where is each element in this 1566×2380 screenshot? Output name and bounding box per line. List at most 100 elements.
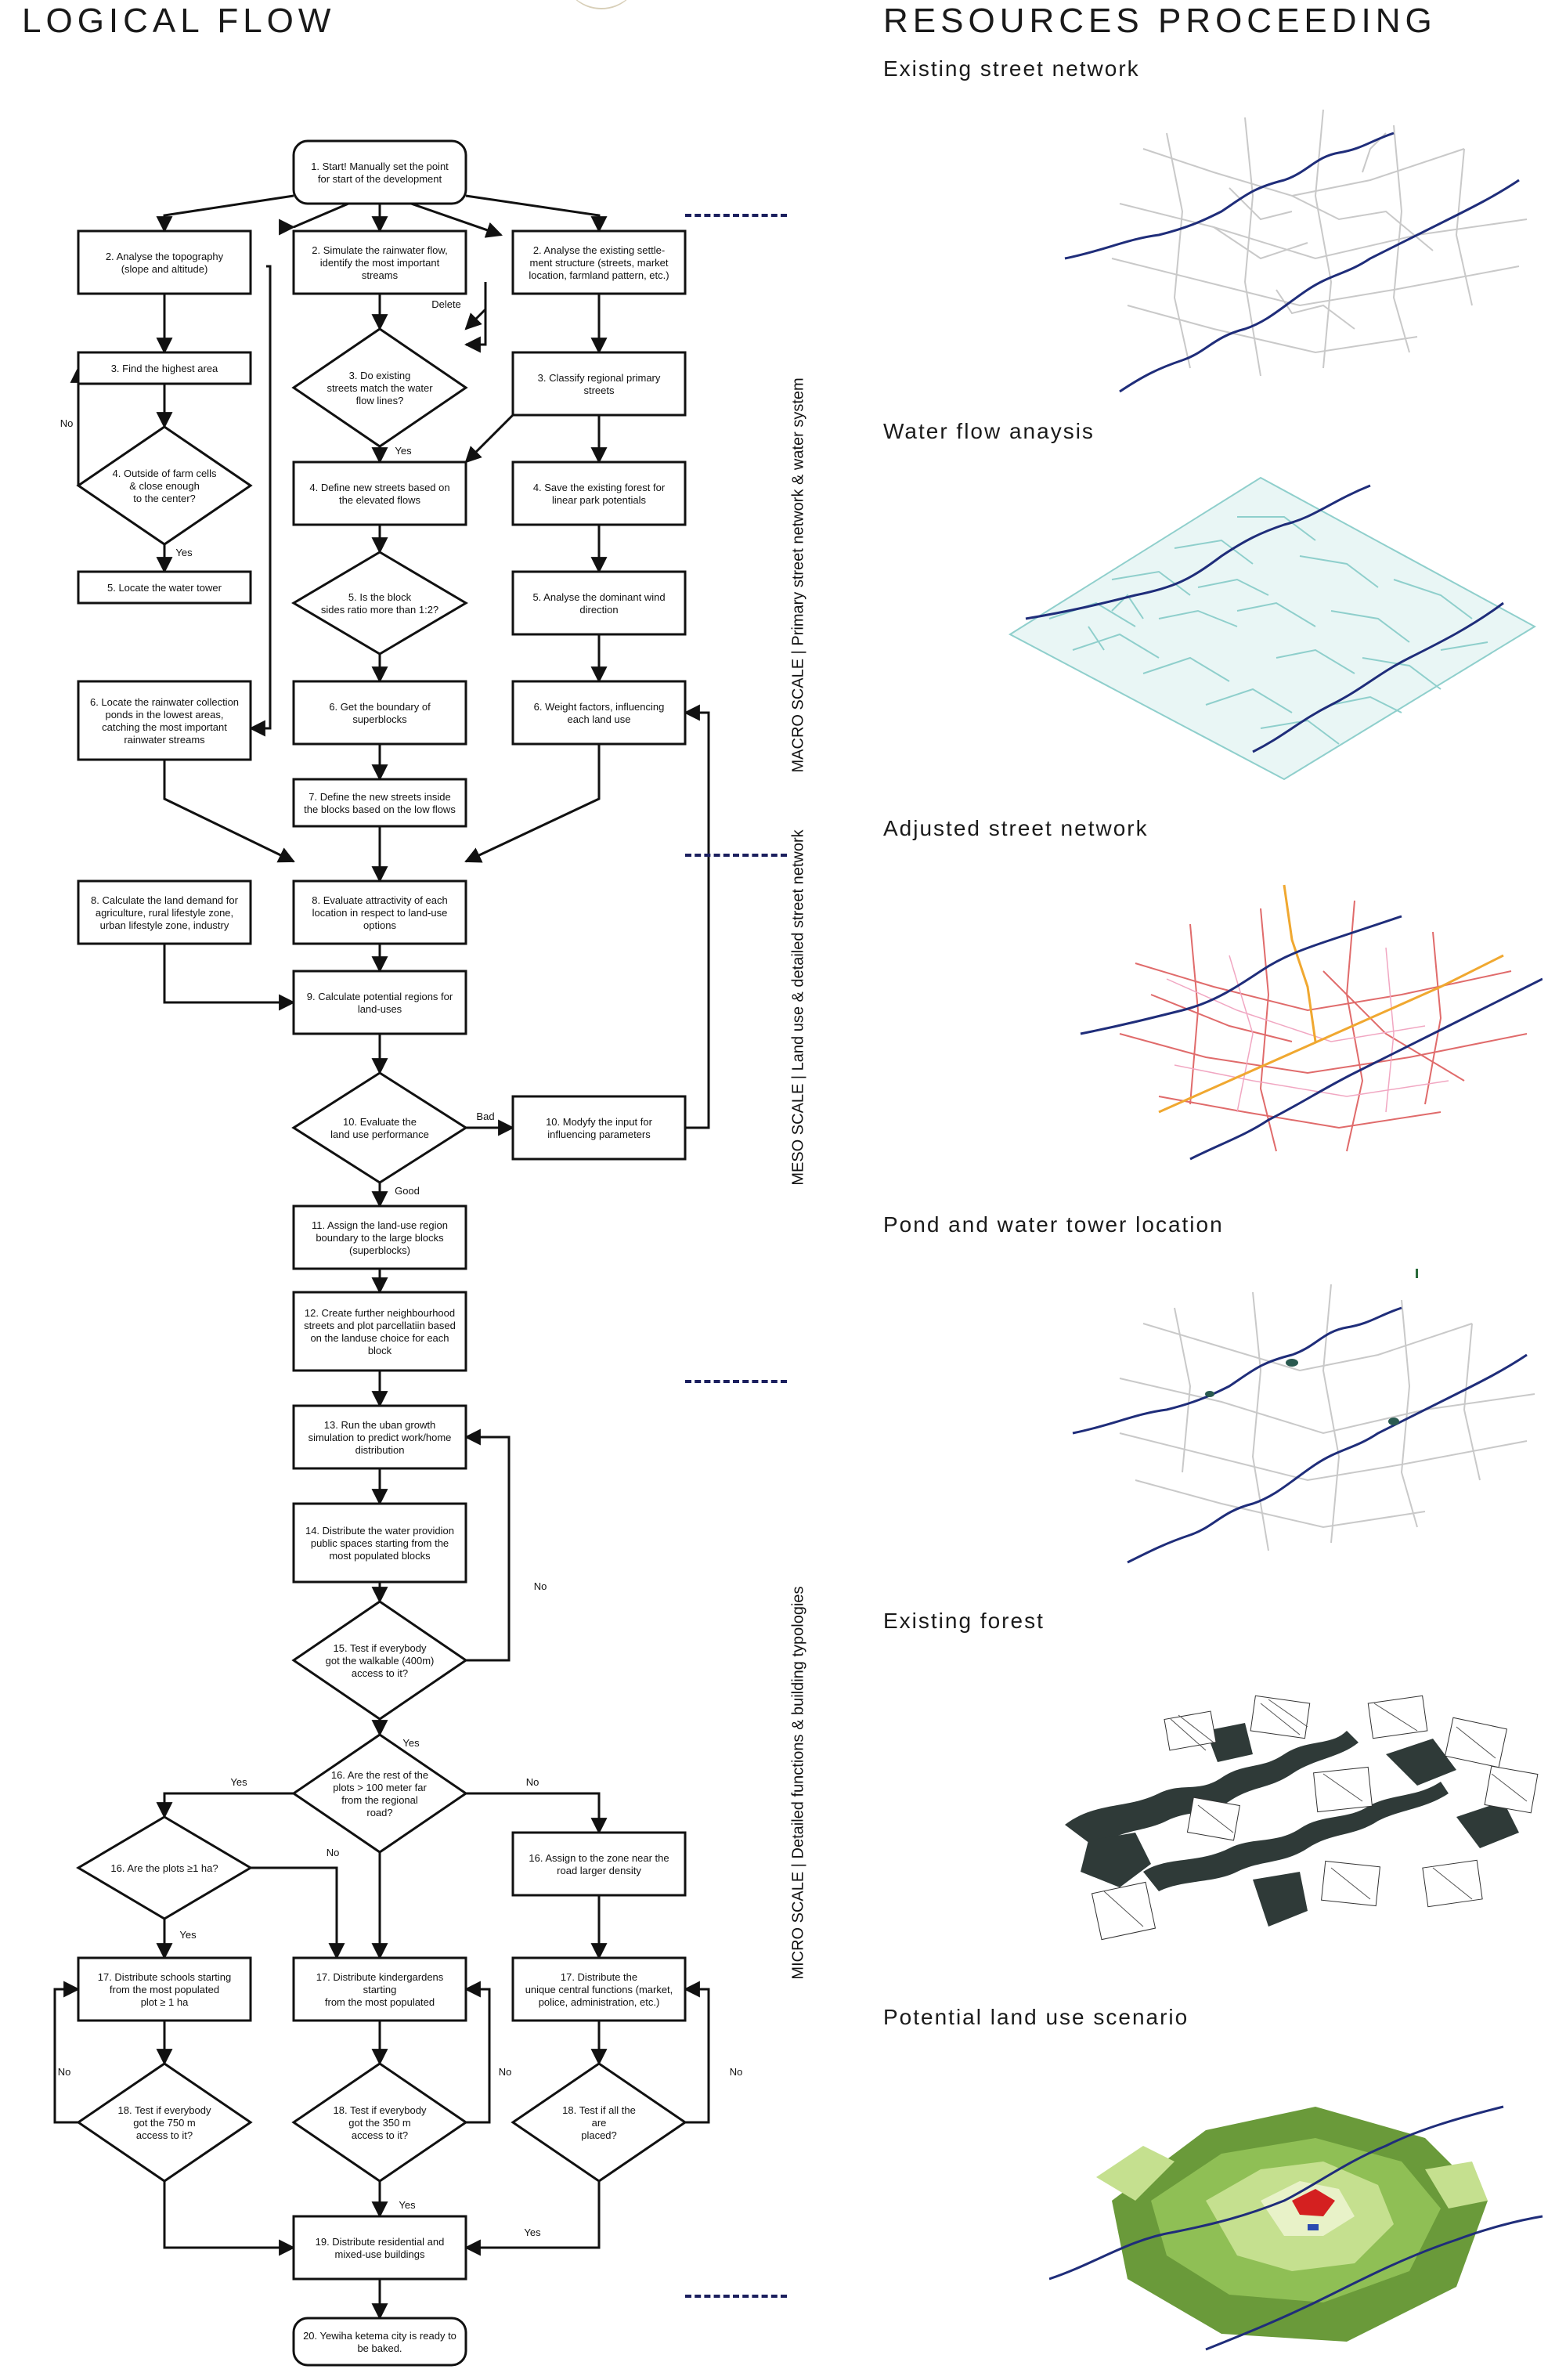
edge-label-no: No <box>58 2066 71 2078</box>
flow-box-n17c <box>511 1956 687 2022</box>
flow-node-n2b: 2. Simulate the rainwater flow,identify … <box>292 229 467 295</box>
edge-label-no: No <box>526 1776 539 1788</box>
flow-decision-n16 <box>291 1733 468 1854</box>
flow-decision-n16a <box>76 1815 253 1920</box>
flow-arrow <box>464 1981 491 2124</box>
flow-arrow <box>464 1428 511 1662</box>
flow-arrow <box>163 760 295 863</box>
flow-box-n4c <box>511 460 687 526</box>
flow-decision-n18b <box>291 2062 468 2183</box>
edge-label-bad: Bad <box>476 1111 494 1122</box>
flow-box-n4b <box>292 460 467 526</box>
flow-node-n2c: 2. Analyse the existing settle-ment stru… <box>511 229 687 295</box>
flow-box-n12 <box>292 1291 467 1372</box>
flow-box-n9 <box>292 970 467 1035</box>
flow-arrow <box>464 282 487 353</box>
flow-box-n6c <box>511 680 687 746</box>
flow-box-n13 <box>292 1404 467 1470</box>
flow-arrow <box>163 2181 296 2256</box>
edge-label-yes: Yes <box>175 547 193 558</box>
edge-label-yes: Yes <box>399 2199 416 2211</box>
flow-decision-n18a <box>76 2062 253 2183</box>
edge-label-no: No <box>60 417 74 429</box>
decorative-arc <box>562 0 640 9</box>
map-existing-forest <box>1065 1695 1539 1941</box>
flow-arrow <box>251 1866 345 1960</box>
macro-scale-label: MACRO SCALE | Primary street network & w… <box>789 377 807 773</box>
flow-node-n2a: 2. Analyse the topography(slope and alti… <box>77 229 252 295</box>
flow-box-n10b <box>511 1095 687 1161</box>
water-tower-marker <box>1416 1269 1418 1278</box>
separator-dash <box>685 854 787 857</box>
flow-node-n2a-label: 2. Analyse the topography(slope and alti… <box>106 251 224 275</box>
flow-decision-n3b <box>291 327 468 448</box>
panel-title-adjusted-streets: Adjusted street network <box>883 816 1149 840</box>
flow-arrow <box>466 1792 608 1835</box>
edge-label-yes: Yes <box>230 1776 247 1788</box>
flow-box-n20 <box>292 2317 467 2367</box>
separator-dash <box>685 2295 787 2298</box>
flow-box-n16c <box>511 1831 687 1897</box>
flow-box-n1 <box>292 139 467 205</box>
flow-arrow <box>683 704 710 1129</box>
edge-label-no: No <box>730 2066 743 2078</box>
flow-arrow <box>292 202 349 229</box>
flow-node-n3a-label: 3. Find the highest area <box>111 363 218 374</box>
flow-decision-n10 <box>291 1071 468 1184</box>
flow-arrow <box>464 744 601 863</box>
flow-node-n5a-label: 5. Locate the water tower <box>107 582 222 594</box>
flow-box-n2a <box>77 229 252 295</box>
flow-decision-n5b <box>291 551 468 655</box>
flow-arrow <box>464 2181 601 2256</box>
map-existing-streets <box>1064 109 1528 393</box>
flow-decision-n18c <box>511 2062 687 2183</box>
micro-scale-label: MICRO SCALE | Detailed functions & build… <box>789 1586 807 1980</box>
flow-box-n17a <box>77 1956 252 2022</box>
